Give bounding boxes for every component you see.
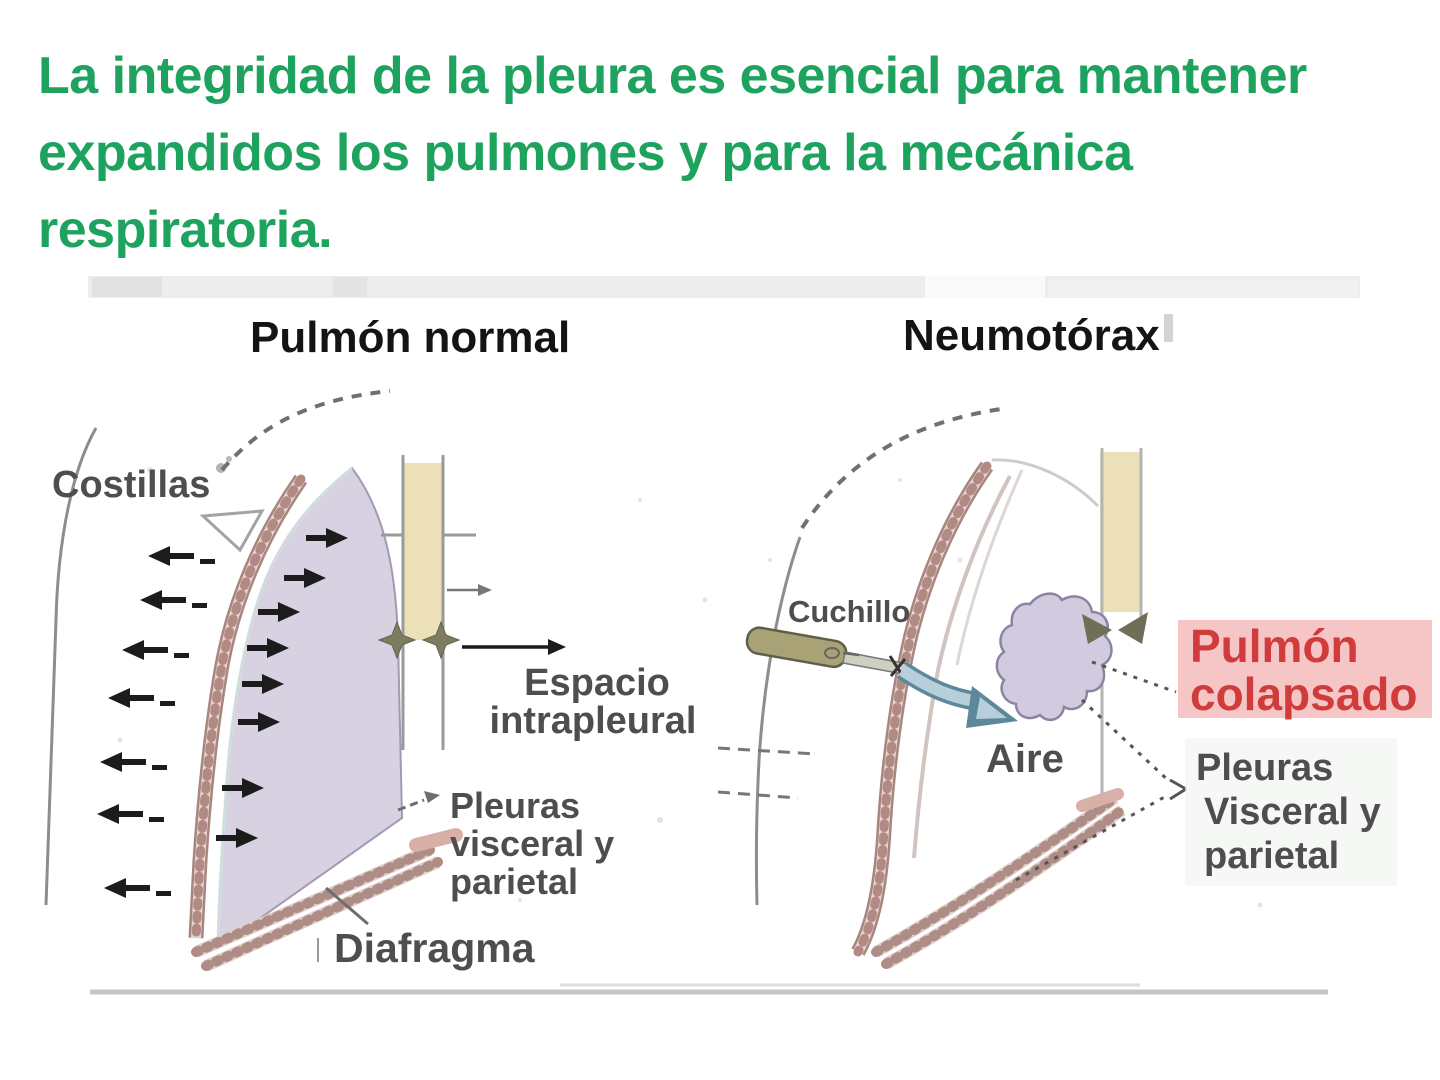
collapse-arrowheads xyxy=(1082,612,1148,644)
left-panel-heading: Pulmón normal xyxy=(250,313,571,362)
slide-title-line2: expandidos los pulmones y para la mecáni… xyxy=(38,124,1133,182)
slide-title: La integridad de la pleura es esencial p… xyxy=(38,38,1433,269)
label-pleuras-right-line2: Visceral y xyxy=(1204,791,1381,833)
diaphragm-pink-cap xyxy=(1076,788,1124,812)
label-pleuras-right-line1: Pleuras xyxy=(1196,747,1333,789)
leader-dash-lower xyxy=(717,790,799,800)
label-pleuras-left-line1: Pleuras xyxy=(450,785,580,826)
slide-title-line3: respiratoria. xyxy=(38,201,333,259)
left-mediastinum-band xyxy=(381,455,492,750)
right-panel-diagram: Pulmón colapsado Cuchillo Aire Pleuras V… xyxy=(717,406,1432,970)
right-label-leaders xyxy=(1015,660,1187,882)
knife xyxy=(745,626,910,679)
scan-tick xyxy=(1164,314,1173,342)
label-diafragma: Diafragma xyxy=(334,925,536,971)
detached-pleura-lines xyxy=(912,458,1100,859)
right-rib-chain xyxy=(851,461,994,957)
label-pleuras-left-line3: parietal xyxy=(450,861,578,902)
label-pulmon-colapsado-line2: colapsado xyxy=(1190,668,1418,720)
label-pulmon-colapsado-line1: Pulmón xyxy=(1190,620,1359,672)
left-neck-dashed-curve xyxy=(220,389,391,472)
right-body-outline xyxy=(754,536,802,906)
leader-dash-upper xyxy=(717,746,817,756)
slide-title-line1: La integridad de la pleura es esencial p… xyxy=(38,47,1307,105)
right-panel-heading: Neumotórax xyxy=(903,311,1160,360)
air-arrow xyxy=(896,662,1018,728)
label-costillas: Costillas xyxy=(52,464,210,506)
collapsed-lung-shape xyxy=(995,592,1113,722)
label-espacio-line1: Espacio xyxy=(524,662,670,704)
left-diaphragm-band xyxy=(191,828,463,972)
right-diaphragm-band xyxy=(871,788,1127,970)
label-aire: Aire xyxy=(986,737,1064,781)
pleural-film-highlight xyxy=(216,466,353,949)
left-rib-chain xyxy=(188,474,308,943)
left-body-outline xyxy=(44,427,98,906)
costillas-leader-triangle xyxy=(199,509,265,553)
label-pleuras-left-line2: visceral y xyxy=(450,823,614,864)
left-label-leaders xyxy=(317,791,440,962)
espacio-arrow xyxy=(462,639,566,655)
label-espacio-line2: intrapleural xyxy=(490,700,697,742)
figure-top-scan-band xyxy=(88,276,1360,342)
left-panel-diagram: Costillas Espacio intrapleural Pleuras v… xyxy=(44,389,697,972)
label-cuchillo: Cuchillo xyxy=(788,594,910,629)
right-neck-dashed-curve xyxy=(800,406,1009,530)
diaphragm-pink-cap xyxy=(409,828,463,852)
label-pleuras-right-line3: parietal xyxy=(1204,835,1339,877)
pleuras-right-bg xyxy=(1185,738,1397,886)
right-mediastinum-band xyxy=(1100,448,1143,800)
collapsed-lung-label-highlight xyxy=(1178,620,1432,718)
small-right-arrow xyxy=(478,584,492,596)
